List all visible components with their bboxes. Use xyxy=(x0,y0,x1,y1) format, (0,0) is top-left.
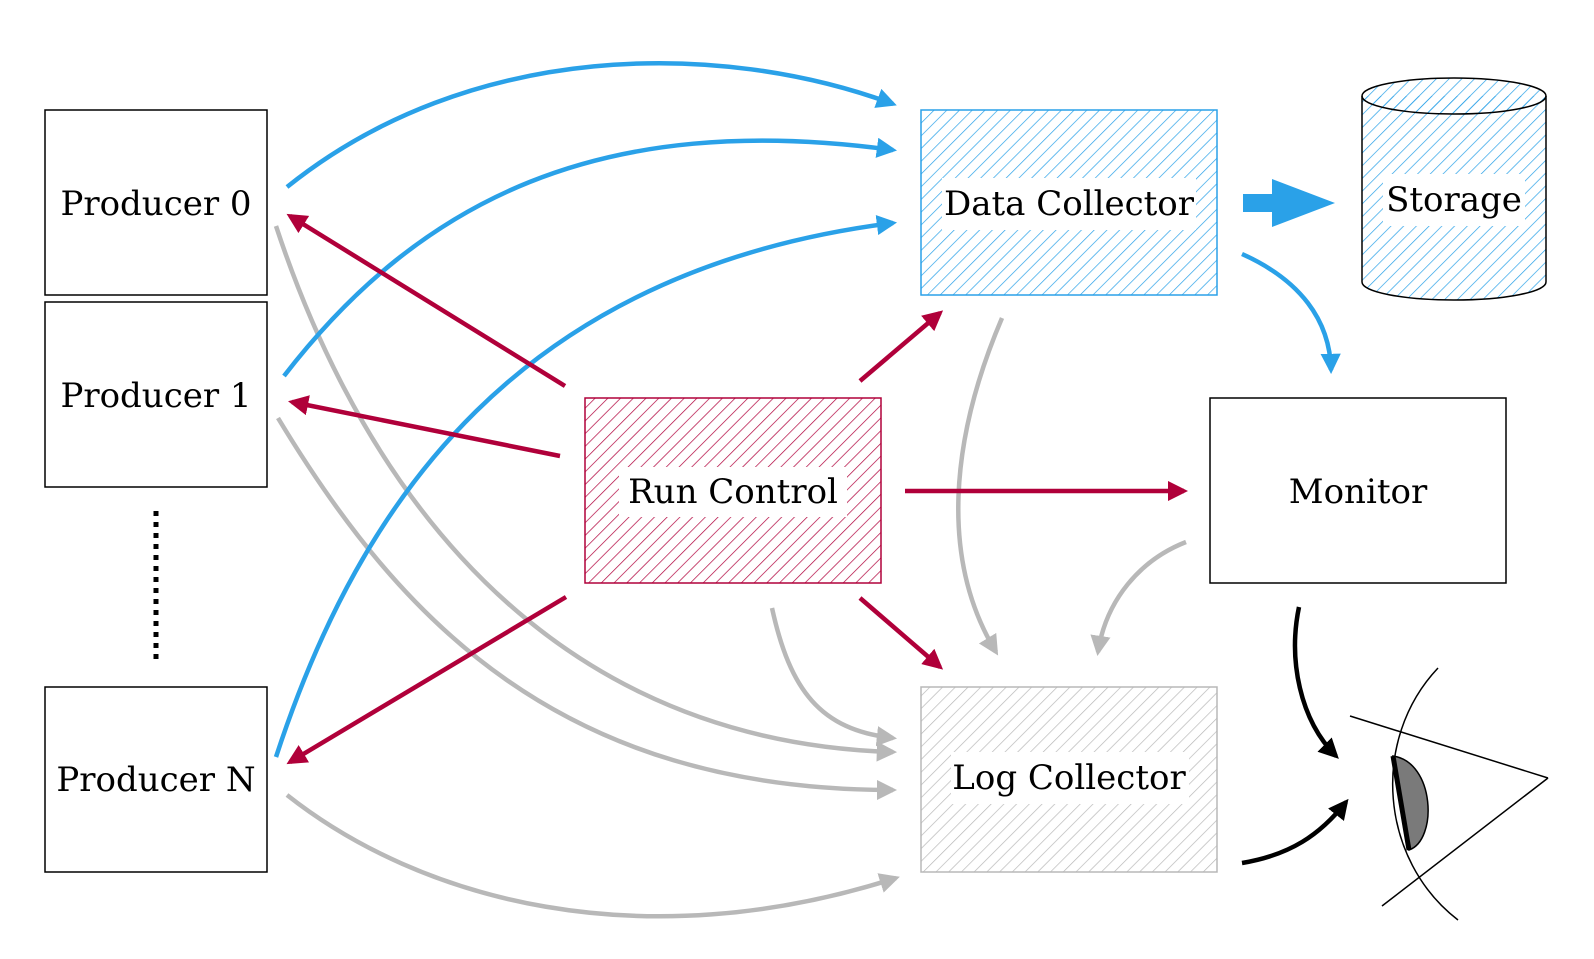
storage-node: Storage xyxy=(1361,77,1547,301)
data-arrows xyxy=(273,61,1341,758)
arrow-monitor-to-user xyxy=(1292,606,1339,759)
arrow-runcontrol-to-producer0 xyxy=(286,213,567,388)
arrow-logcollector-to-user xyxy=(1241,798,1349,866)
arrow-datacollector-to-storage xyxy=(1243,179,1335,227)
storage-label: Storage xyxy=(1386,180,1522,220)
control-arrows xyxy=(286,213,1189,765)
arrow-datacollector-to-monitor xyxy=(1241,251,1341,375)
monitor-node: Monitor xyxy=(1209,397,1507,584)
producer-n-label: Producer N xyxy=(56,760,255,800)
arrow-producer1-to-datacollector xyxy=(282,137,898,378)
producer-1-label: Producer 1 xyxy=(60,376,251,416)
producer-0-label: Producer 0 xyxy=(60,184,251,224)
producer-n-node: Producer N xyxy=(44,686,268,873)
eye-icon xyxy=(1349,667,1549,921)
arrow-producerN-to-log xyxy=(285,793,900,919)
log-arrows xyxy=(273,225,1187,919)
arrow-producer0-to-log xyxy=(273,225,898,762)
arrow-runcontrol-to-logcollector xyxy=(858,596,944,670)
arrow-datacollector-to-log xyxy=(956,317,1005,656)
log-collector-node: Log Collector xyxy=(920,686,1218,873)
log-collector-label: Log Collector xyxy=(952,758,1186,798)
user-arrows xyxy=(1241,606,1349,866)
monitor-label: Monitor xyxy=(1289,472,1428,512)
data-collector-label: Data Collector xyxy=(944,184,1195,224)
run-control-label: Run Control xyxy=(628,472,838,512)
arrow-producer1-to-log xyxy=(276,416,898,801)
arrow-monitor-to-log xyxy=(1090,539,1187,657)
arrow-producerN-to-datacollector xyxy=(273,214,898,758)
producer-1-node: Producer 1 xyxy=(44,301,268,488)
data-collector-node: Data Collector xyxy=(920,109,1218,296)
producer-0-node: Producer 0 xyxy=(44,109,268,296)
arrow-runcontrol-to-producer1 xyxy=(288,395,561,459)
arrow-runcontrol-to-datacollector xyxy=(858,310,944,383)
arrow-producer0-to-datacollector xyxy=(285,61,897,189)
arrow-runcontrol-to-producerN xyxy=(286,595,568,765)
run-control-node: Run Control xyxy=(584,397,882,584)
arrow-runcontrol-to-log xyxy=(769,607,898,747)
